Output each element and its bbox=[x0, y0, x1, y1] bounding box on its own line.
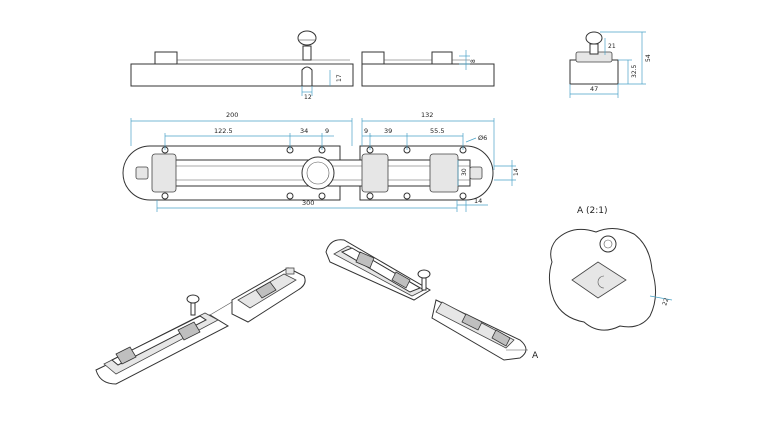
dim-top-34: 34 bbox=[300, 127, 308, 135]
isometric-left bbox=[95, 267, 306, 385]
dim-top-30: 30 bbox=[461, 168, 468, 176]
isometric-right: A bbox=[325, 239, 539, 361]
dim-side-17: 17 bbox=[336, 74, 343, 82]
dim-end-21: 21 bbox=[608, 43, 616, 50]
dim-side-8: 8 bbox=[470, 59, 477, 63]
dim-detail-22: 22 bbox=[661, 297, 670, 307]
dim-top-55-5: 55.5 bbox=[430, 127, 444, 135]
dim-top-200: 200 bbox=[226, 111, 238, 119]
detail-title: A (2:1) bbox=[577, 206, 608, 216]
dim-top-122-5: 122.5 bbox=[214, 127, 233, 135]
dim-top-14-right: 14 bbox=[513, 168, 520, 176]
dim-top-hole-dia: Ø6 bbox=[478, 134, 487, 142]
side-view: 8 17 12 bbox=[130, 30, 495, 101]
dim-side-12: 12 bbox=[304, 94, 312, 101]
dim-end-47: 47 bbox=[590, 85, 598, 93]
detail-a: A (2:1) 22 bbox=[548, 206, 673, 331]
dim-top-14-bottom: 14 bbox=[474, 197, 482, 205]
top-view: 200 132 122.5 34 9 9 39 55.5 Ø6 30 14 30… bbox=[122, 111, 520, 212]
dim-top-9-left: 9 bbox=[325, 127, 329, 135]
dim-end-54: 54 bbox=[645, 54, 652, 62]
dim-top-39: 39 bbox=[384, 127, 392, 135]
end-view: 21 32.5 54 47 bbox=[569, 31, 652, 98]
dim-end-32-5: 32.5 bbox=[631, 64, 638, 78]
dim-top-300: 300 bbox=[302, 199, 314, 207]
detail-marker-a: A bbox=[532, 351, 539, 361]
dim-top-132: 132 bbox=[421, 111, 433, 119]
dim-top-9-right: 9 bbox=[364, 127, 368, 135]
